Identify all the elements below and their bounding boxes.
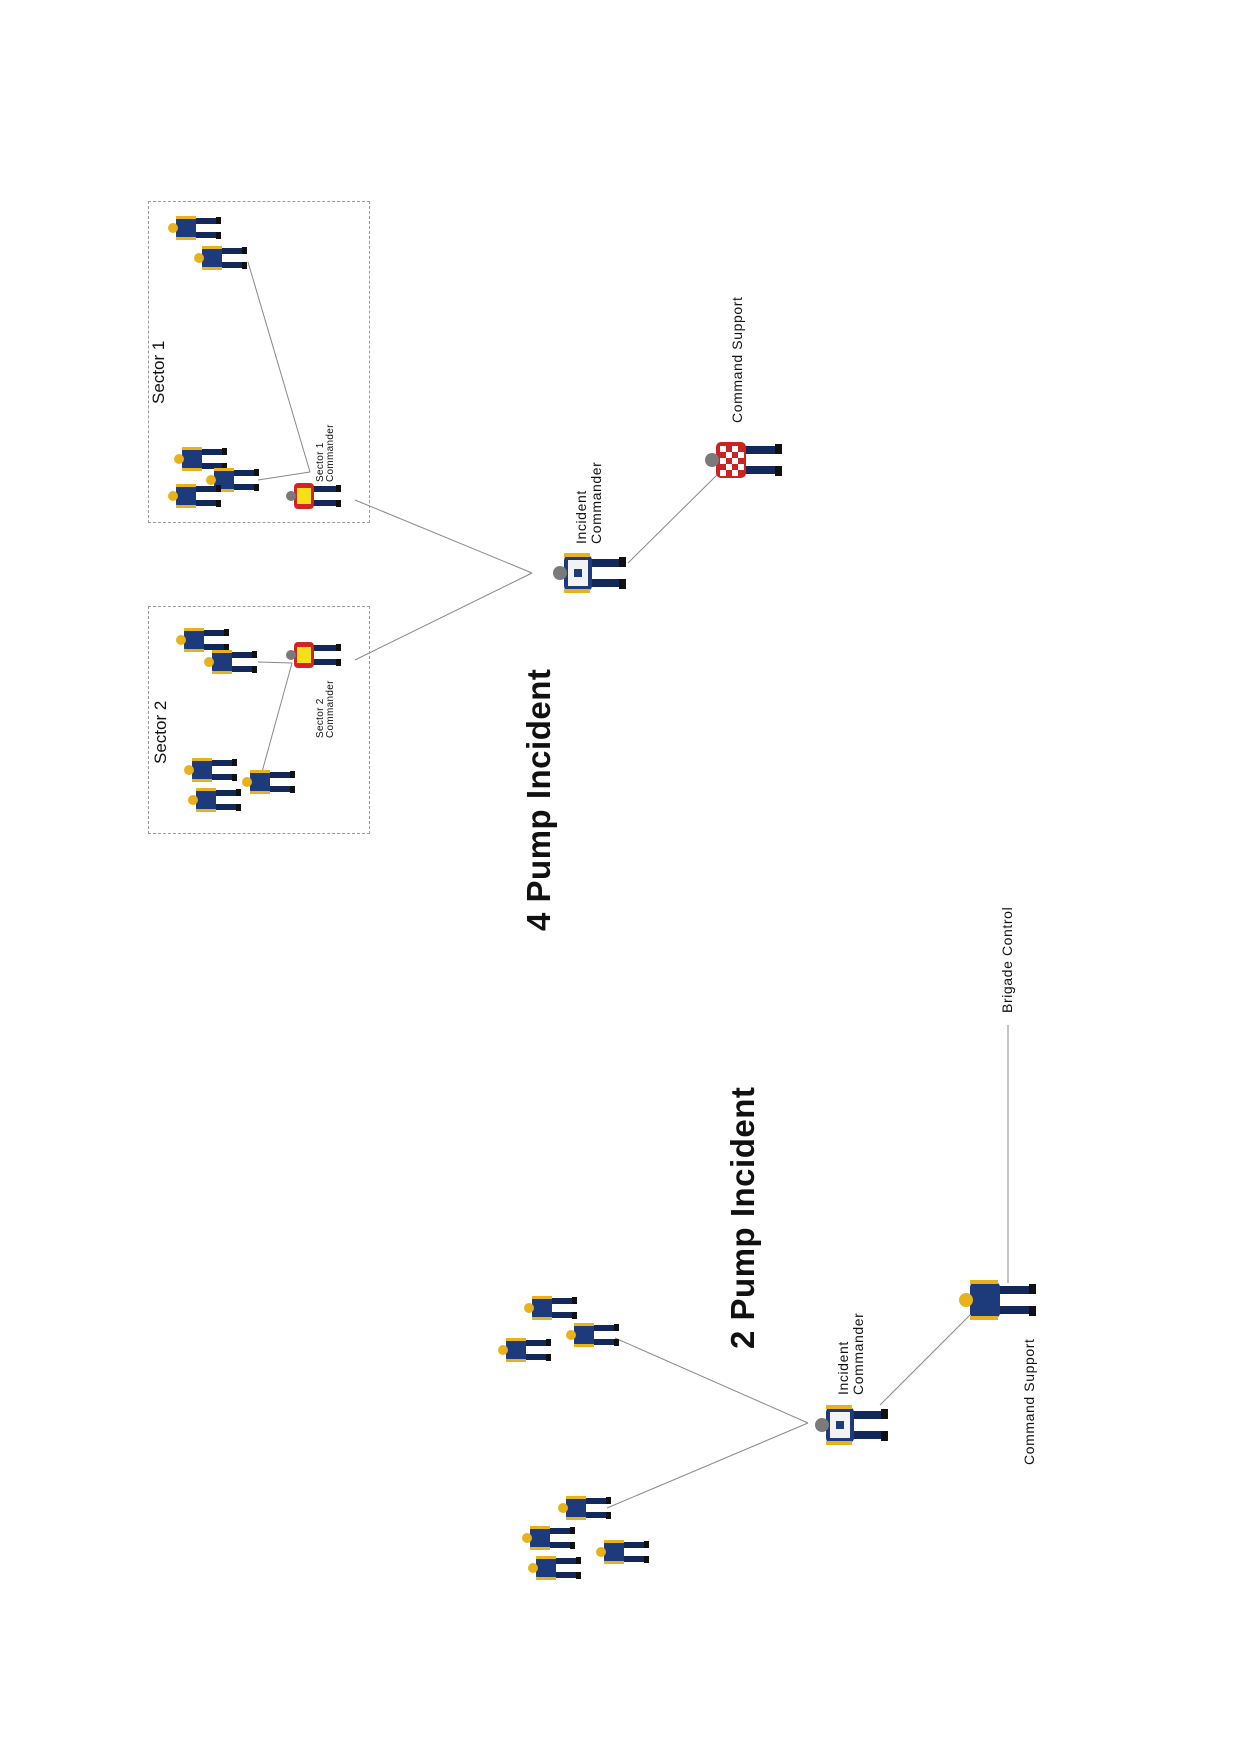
two-pump-incident-commander-figure: [815, 1405, 888, 1445]
sector1-box: [148, 201, 370, 523]
sector1-commander-figure: [286, 483, 341, 509]
line-s1cmdr-to-crew: [247, 261, 311, 473]
line-s2cmdr-to-crew: [257, 661, 293, 664]
sector1-firefighter: [168, 484, 221, 508]
sector1-firefighter: [174, 447, 227, 471]
sector1-firefighter: [168, 216, 221, 240]
line-ic-to-sector2-cmdr: [354, 572, 533, 661]
two-pump-firefighter: [528, 1556, 581, 1580]
sector2-firefighter: [242, 770, 295, 794]
sector2-firefighter: [184, 758, 237, 782]
two-pump-firefighter: [522, 1526, 575, 1550]
four-pump-command-support-figure: [705, 442, 782, 478]
sector2-box: [148, 606, 370, 834]
two-pump-firefighter: [524, 1296, 577, 1320]
line-s2cmdr-to-crew2: [261, 662, 293, 773]
line-ic-to-sector1-cmdr: [354, 499, 533, 574]
line-ic2-to-command-support: [879, 1306, 979, 1406]
two-pump-firefighter: [596, 1540, 649, 1564]
sector2-firefighter: [188, 788, 241, 812]
four-pump-incident-commander-figure: [553, 553, 626, 593]
two-pump-firefighter: [498, 1338, 551, 1362]
two-pump-firefighter: [566, 1323, 619, 1347]
line-ic2-to-crew-lower: [606, 1422, 809, 1509]
sector2-firefighter: [176, 628, 229, 652]
line-ic-to-command-support: [627, 469, 723, 564]
two-pump-firefighter: [558, 1496, 611, 1520]
sector2-commander-figure: [286, 642, 341, 668]
line-s1cmdr-to-crew2: [257, 471, 311, 481]
sector1-firefighter: [194, 246, 247, 270]
line-ic2-to-crew-upper: [614, 1337, 809, 1424]
two-pump-command-support-figure: [959, 1280, 1036, 1320]
sector2-firefighter: [204, 650, 257, 674]
